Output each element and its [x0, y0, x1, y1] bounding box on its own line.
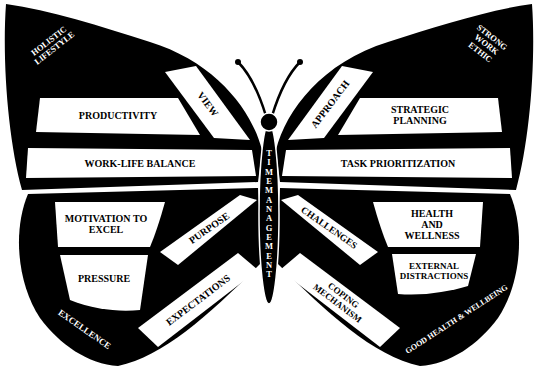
segment-text: HEALTH AND WELLNESS: [400, 208, 464, 241]
wing-segment: EXTERNAL DISTRACTIONS: [391, 262, 477, 282]
right-wings: [276, 4, 533, 366]
wing-segment: [282, 148, 512, 178]
body-label: TIME MANAGEMENT: [265, 149, 274, 280]
wing-segment: WORK-LIFE BALANCE: [85, 158, 196, 169]
upper-wing: [276, 4, 533, 190]
wing-segment: [392, 254, 476, 295]
antenna: [238, 62, 266, 116]
butterfly-body: [259, 124, 279, 304]
segment-text: TIME MANAGEMENT: [265, 149, 274, 280]
lower-wing: [276, 188, 519, 366]
wing-segment: [280, 253, 400, 347]
wing-segment: [160, 195, 257, 265]
wing-segment: [36, 98, 200, 135]
wing-segment: PRODUCTIVITY: [79, 110, 157, 121]
wing-segment: STRATEGIC PLANNING: [375, 104, 465, 126]
wing-segment: HEALTH AND WELLNESS: [400, 208, 464, 241]
segment-text: TASK PRIORITIZATION: [341, 158, 455, 169]
segment-text: EXTERNAL DISTRACTIONS: [391, 262, 477, 282]
wing-segment: [138, 253, 258, 347]
segment-text: PRESSURE: [78, 273, 130, 284]
antenna: [272, 62, 300, 116]
antenna-tip: [235, 59, 241, 65]
wing-segment: [165, 66, 250, 140]
wing-segment: TASK PRIORITIZATION: [341, 158, 455, 169]
wing-segment: MOTIVATION TO EXCEL: [64, 213, 149, 235]
lower-wing: [19, 188, 262, 366]
segment-text: PRODUCTIVITY: [79, 110, 157, 121]
wing-segment: PRESSURE: [78, 273, 130, 284]
wing-segment: [55, 202, 165, 247]
left-wings: [5, 4, 262, 366]
wing-segment: [373, 202, 483, 247]
antenna-tip: [297, 59, 303, 65]
wing-segment: [26, 148, 256, 178]
segment-text: MOTIVATION TO EXCEL: [64, 213, 149, 235]
segment-text: WORK-LIFE BALANCE: [85, 158, 196, 169]
butterfly-head: [260, 113, 278, 131]
wing-segment: [281, 195, 378, 265]
wing-segment: [60, 255, 148, 311]
upper-wing: [5, 4, 262, 190]
wing-segment: [288, 66, 373, 140]
segment-text: STRATEGIC PLANNING: [375, 104, 465, 126]
wing-segment: [338, 98, 502, 135]
